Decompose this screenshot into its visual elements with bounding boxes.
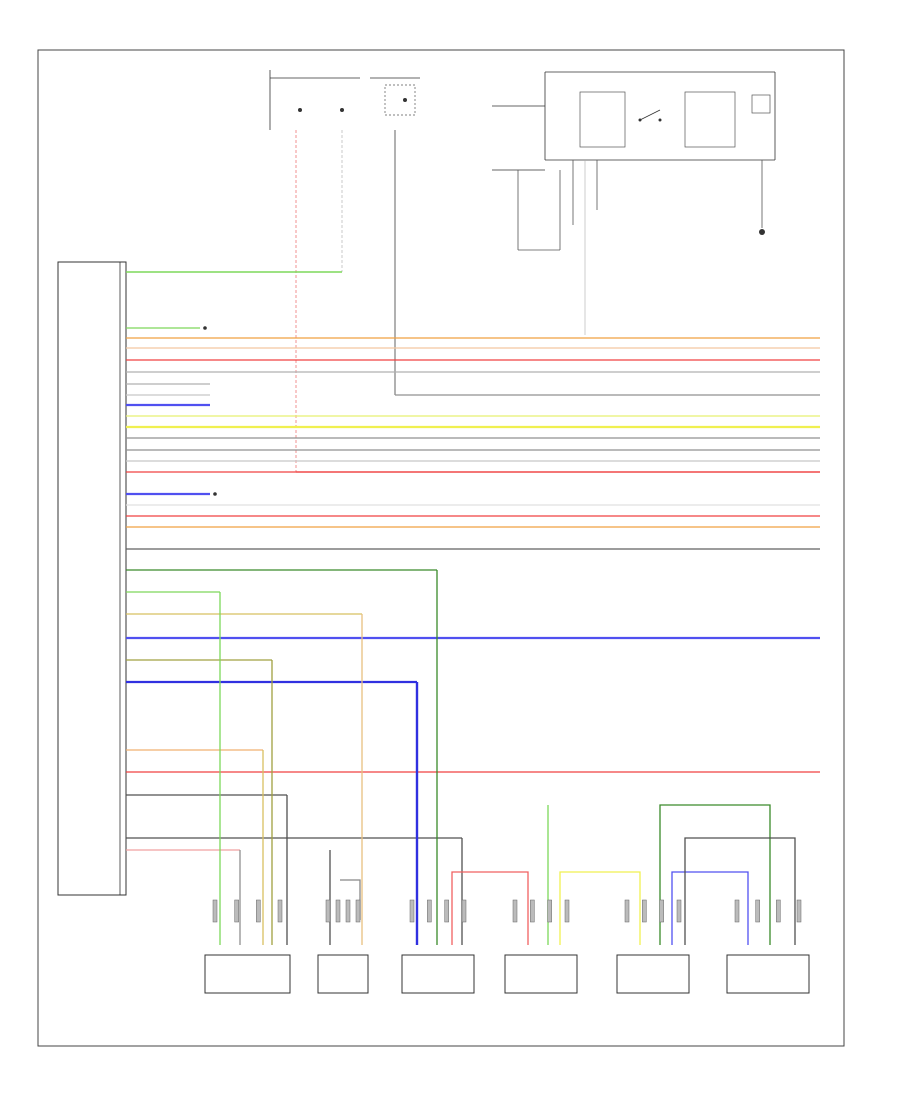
splice-dot bbox=[203, 326, 207, 330]
splice-dot bbox=[213, 492, 217, 496]
relay-drops bbox=[517, 160, 763, 335]
component-box bbox=[726, 899, 810, 994]
component-box bbox=[504, 899, 578, 994]
wire-link bbox=[559, 871, 641, 945]
bottom-components bbox=[204, 899, 810, 994]
wire-link bbox=[659, 804, 771, 945]
ground-symbol bbox=[759, 229, 765, 235]
top-wire-group bbox=[126, 130, 820, 473]
module-wire-group bbox=[126, 326, 820, 945]
wire-link bbox=[684, 837, 796, 945]
diagram-frame bbox=[37, 49, 845, 1047]
relay-box bbox=[492, 71, 776, 171]
component-box bbox=[204, 899, 291, 994]
control-module-box bbox=[57, 261, 127, 896]
wire-link bbox=[671, 871, 749, 945]
component-box bbox=[401, 899, 475, 994]
wire-link bbox=[451, 871, 529, 945]
component-box bbox=[616, 899, 690, 994]
component-box bbox=[317, 899, 369, 994]
top-left-component bbox=[269, 70, 420, 130]
